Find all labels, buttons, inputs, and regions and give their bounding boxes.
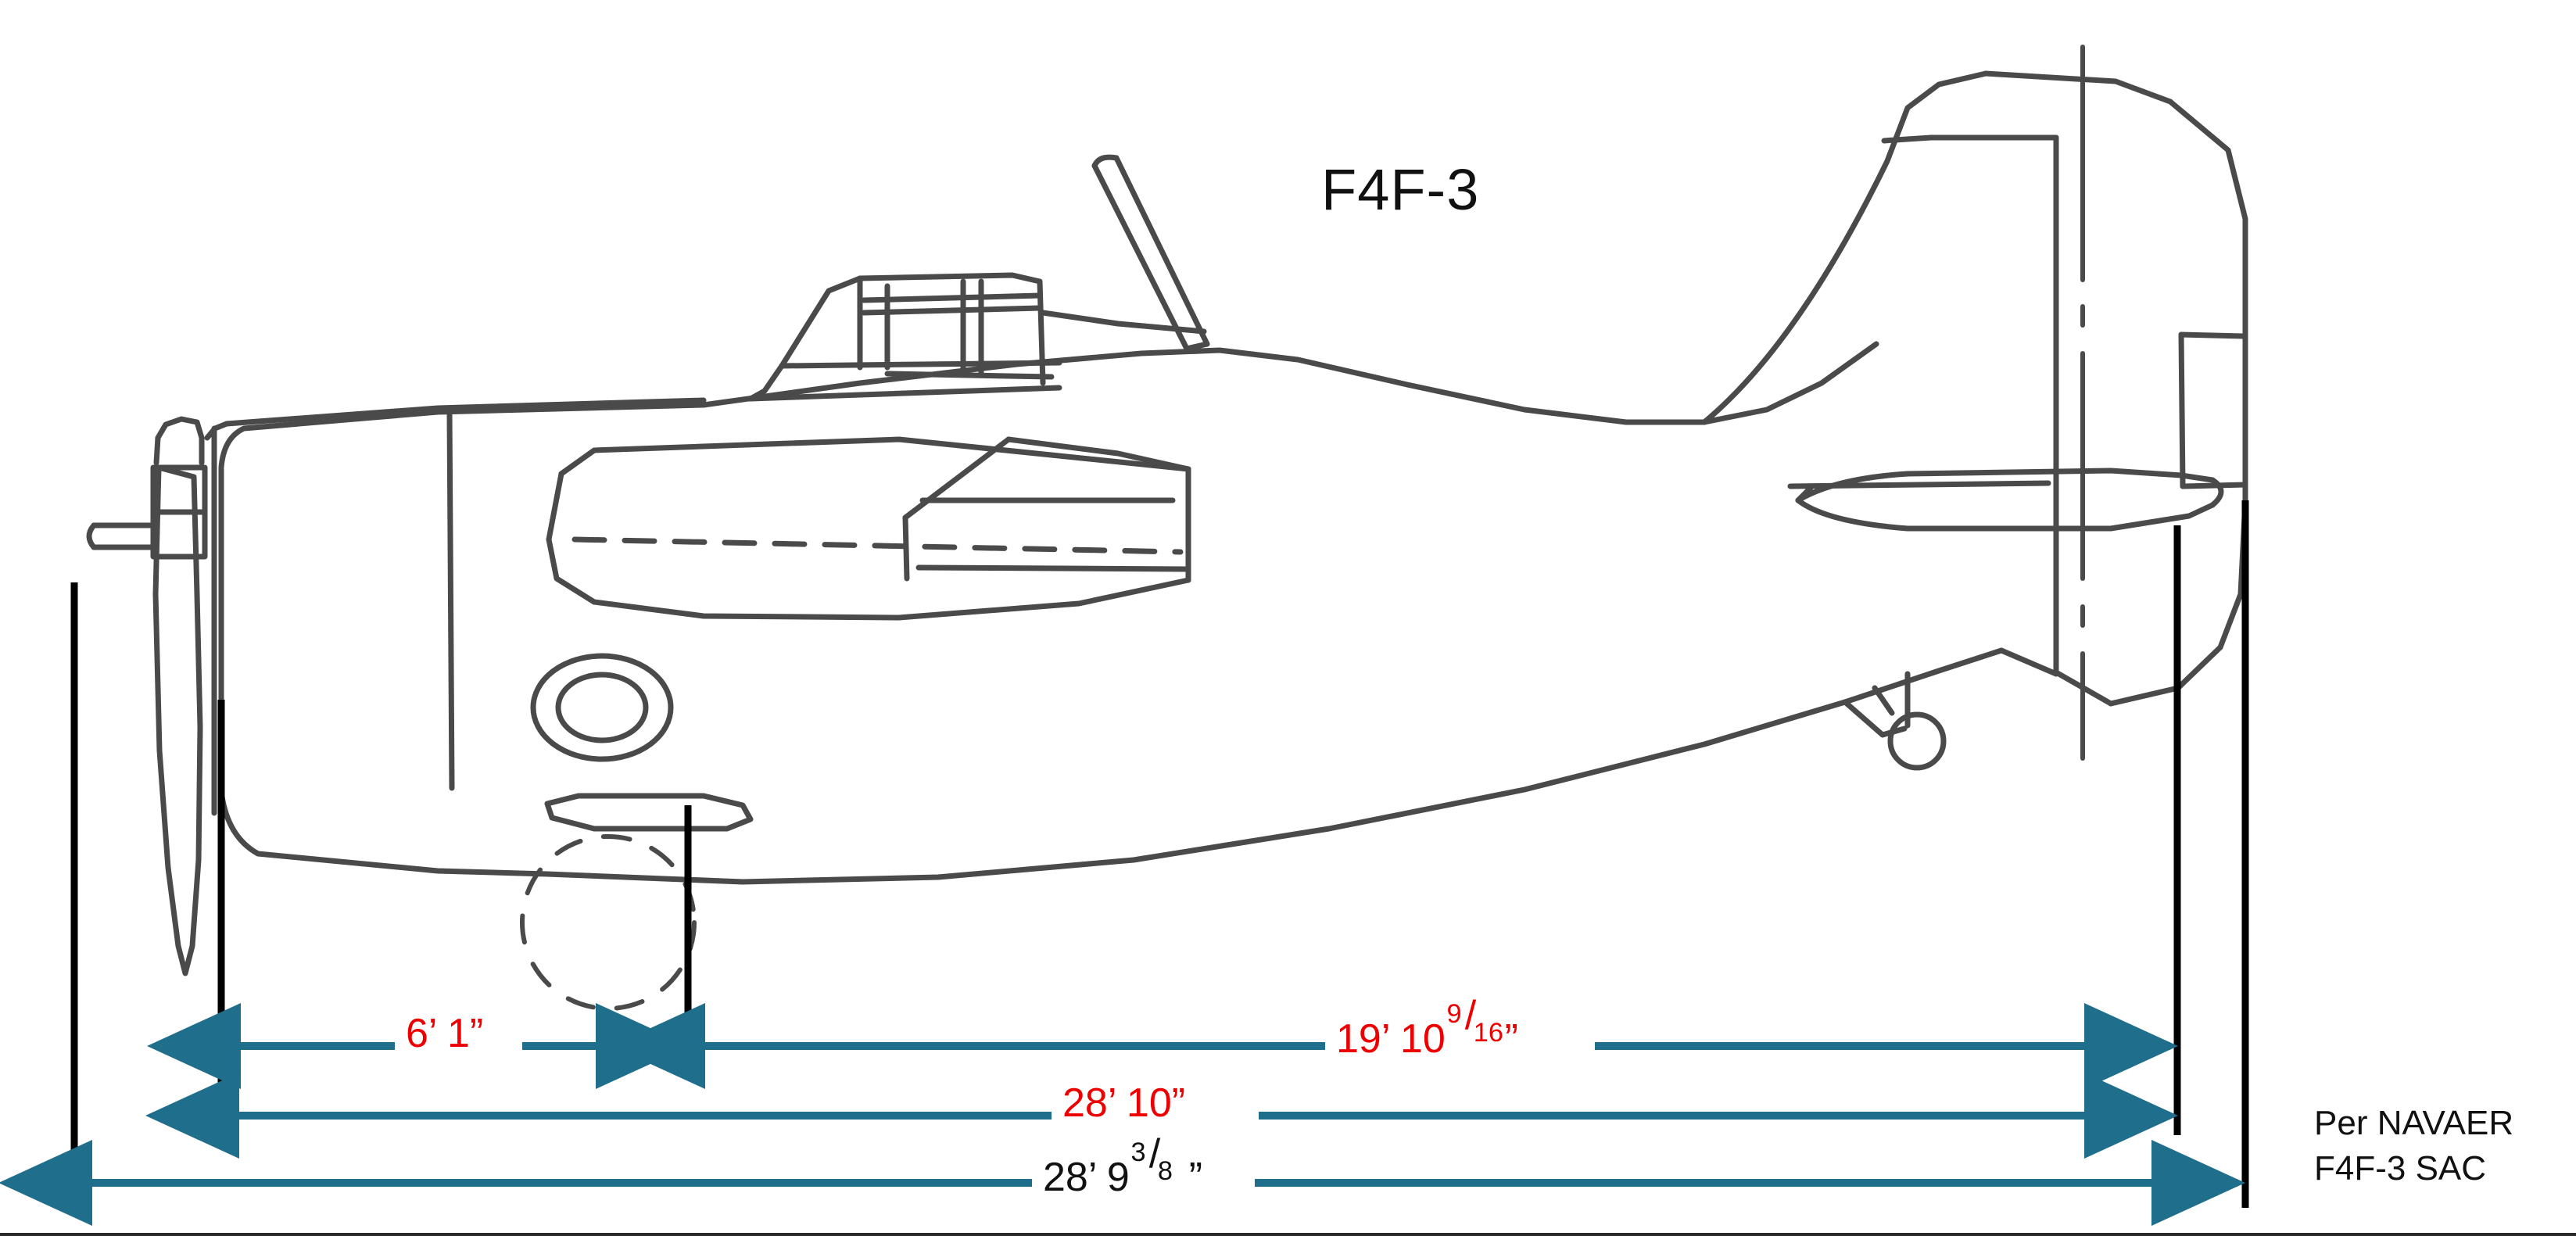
- dimension-inch-mark: ”: [1504, 1016, 1518, 1062]
- dimension-inches-value: 10: [1399, 1016, 1446, 1062]
- fraction-denominator: 16: [1473, 1018, 1503, 1048]
- wing-chord-dashed-line: [571, 536, 1184, 555]
- vertical-fin: [1701, 70, 2173, 488]
- fraction-numerator: 3: [1130, 1137, 1146, 1167]
- page-bottom-border: [0, 1233, 2576, 1236]
- wing-root: [546, 436, 1191, 621]
- dimension-feet-value: 28’: [1062, 1080, 1116, 1126]
- fuselage-upper-forward: [218, 402, 707, 471]
- cowl-panel-line: [446, 410, 455, 791]
- source-note: Per NAVAER F4F-3 SAC: [2314, 1101, 2513, 1191]
- lower-fuselage-scoop: [544, 793, 754, 832]
- dimension-feet-value: 28’: [1043, 1155, 1097, 1200]
- wheel-well-circle: [530, 653, 674, 762]
- dimension-fraction: 3/8: [1130, 1134, 1188, 1191]
- wing-control-panels: [902, 436, 1191, 582]
- fraction-bar: /: [1148, 1131, 1161, 1177]
- page-title: F4F-3: [1321, 157, 1480, 222]
- horizontal-stabilizer: [1795, 468, 2224, 532]
- source-note-line-1: Per NAVAER: [2314, 1104, 2514, 1142]
- tail-wheel: [1842, 671, 1947, 771]
- retracted-main-wheel: [520, 834, 697, 1011]
- dimension-fraction: 9/16: [1446, 995, 1504, 1052]
- propeller-shaft: [86, 522, 156, 550]
- dimension-feet-value: 19’: [1336, 1016, 1390, 1062]
- dimension-inches-value: 1”: [447, 1011, 484, 1056]
- canopy: [747, 272, 1062, 402]
- propeller-blade: [152, 464, 203, 976]
- fraction-denominator: 8: [1157, 1156, 1173, 1187]
- antenna-mast: [1091, 154, 1210, 352]
- dimension-label-overall-datum: 28’ 10”: [1052, 1080, 1197, 1126]
- spinner: [150, 416, 208, 560]
- source-note-line-2: F4F-3 SAC: [2314, 1149, 2487, 1188]
- fraction-bar: /: [1464, 993, 1477, 1039]
- dimension-inches-value: 10”: [1126, 1080, 1186, 1126]
- tail-cone-joint: [1998, 647, 2059, 677]
- dimension-label-nose-length: 6’ 1”: [395, 1011, 495, 1056]
- stabilizer-root-fairing: [1787, 480, 2051, 489]
- dimension-inch-mark: ”: [1188, 1155, 1203, 1200]
- fraction-numerator: 9: [1446, 998, 1462, 1029]
- fuselage-underside: [544, 647, 2005, 885]
- dimension-feet-value: 6’: [406, 1011, 437, 1056]
- dimension-inches-value: 9: [1106, 1155, 1130, 1200]
- rudder-trim-tab: [2178, 331, 2248, 489]
